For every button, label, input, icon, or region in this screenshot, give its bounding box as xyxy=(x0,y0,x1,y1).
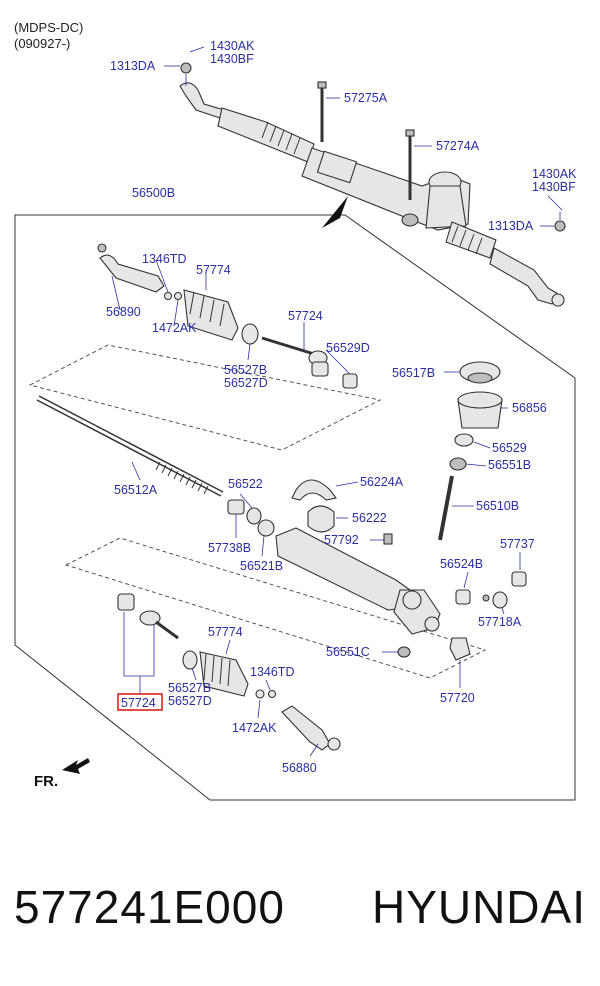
label-56224A: 56224A xyxy=(360,475,404,489)
label-57774-upper: 57774 xyxy=(196,263,231,277)
label-1430BF-right: 1430BF xyxy=(532,180,576,194)
label-1430AK-top: 1430AK xyxy=(210,39,255,53)
label-56529: 56529 xyxy=(492,441,527,455)
lower-left-group xyxy=(117,593,341,751)
label-56527B-upper: 56527B xyxy=(224,363,267,377)
bushing-56222 xyxy=(307,505,335,533)
label-1472AK-lower: 1472AK xyxy=(232,721,277,735)
bushing-57738B xyxy=(227,499,245,515)
tie-rod-end-56890 xyxy=(99,254,165,293)
clamp-56527-lower xyxy=(182,650,198,670)
tie-rod-end-top-left xyxy=(179,82,225,119)
subassembly-box-lower xyxy=(64,537,487,679)
plug-57792 xyxy=(383,533,393,545)
boot-top-left xyxy=(217,107,315,163)
label-57724-lower-highlighted: 57724 xyxy=(121,696,156,710)
label-56524B: 56524B xyxy=(440,557,483,571)
diagram-header-line2: (090927-) xyxy=(14,36,71,51)
mounting-bracket-top xyxy=(316,150,358,184)
label-56222: 56222 xyxy=(352,511,387,525)
label-57275A: 57275A xyxy=(344,91,388,105)
front-label: FR. xyxy=(34,773,58,790)
label-57774-lower: 57774 xyxy=(208,625,243,639)
inner-ball-joint-lower xyxy=(155,620,179,640)
brand-name: HYUNDAI xyxy=(371,881,586,933)
label-1313DA-top: 1313DA xyxy=(110,59,156,73)
label-56527D-lower: 56527D xyxy=(168,694,212,708)
pinion-shaft-56510B xyxy=(438,475,454,541)
bushing-57724-lower xyxy=(117,593,135,611)
plug-57737 xyxy=(511,571,527,587)
ring-56522 xyxy=(246,507,262,525)
inner-ball-joint-upper xyxy=(261,336,315,356)
label-1346TD-upper: 1346TD xyxy=(142,252,186,266)
bushing-56529D xyxy=(342,373,358,389)
label-57274A: 57274A xyxy=(436,139,480,153)
label-56880: 56880 xyxy=(282,761,317,775)
label-56517B: 56517B xyxy=(392,366,435,380)
label-1430AK-right: 1430AK xyxy=(532,167,577,181)
part-number: 577241E000 xyxy=(14,881,285,933)
subassembly-box-upper xyxy=(28,344,382,451)
label-56527B-lower: 56527B xyxy=(168,681,211,695)
label-57792: 57792 xyxy=(324,533,359,547)
bearing-56551C xyxy=(397,646,411,658)
boot-57774-lower xyxy=(199,651,249,697)
assembly-pointer-icon xyxy=(322,196,348,228)
diagram-header-line1: (MDPS-DC) xyxy=(14,20,84,35)
pinion-housing-top xyxy=(425,185,467,229)
assembly-frame xyxy=(14,214,576,801)
label-56551C: 56551C xyxy=(326,645,370,659)
upper-left-group xyxy=(97,243,358,389)
label-57718A: 57718A xyxy=(478,615,522,629)
label-1430BF-top: 1430BF xyxy=(210,52,254,66)
spring-57720 xyxy=(449,637,471,661)
callout-bracket-57724 xyxy=(123,612,155,677)
label-56856: 56856 xyxy=(512,401,547,415)
label-57720: 57720 xyxy=(440,691,475,705)
pinion-group xyxy=(438,361,503,541)
label-57738B: 57738B xyxy=(208,541,251,555)
leader-lines xyxy=(111,46,563,757)
label-56510B: 56510B xyxy=(476,499,519,513)
label-56529D: 56529D xyxy=(326,341,370,355)
part-labels: 1430AK 1430BF 1313DA 57275A 57274A 1430A… xyxy=(106,39,577,775)
boot-top-right xyxy=(445,221,497,259)
label-57737: 57737 xyxy=(500,537,535,551)
label-56527D-upper: 56527D xyxy=(224,376,268,390)
bearing-56551B xyxy=(449,457,467,471)
label-56890: 56890 xyxy=(106,305,141,319)
label-56521B: 56521B xyxy=(240,559,283,573)
tie-rod-end-56880 xyxy=(281,705,331,751)
label-1346TD-lower: 1346TD xyxy=(250,665,294,679)
label-57724-upper: 57724 xyxy=(288,309,323,323)
lower-housing xyxy=(275,527,527,661)
rack-bar-group xyxy=(36,395,275,537)
front-direction-marker: FR. xyxy=(34,758,90,790)
front-arrow-icon xyxy=(62,758,90,774)
yoke-56524B xyxy=(455,589,471,605)
label-56522: 56522 xyxy=(228,477,263,491)
clamp-56224A xyxy=(291,479,337,501)
ring-56529 xyxy=(454,433,474,447)
label-1313DA-right: 1313DA xyxy=(488,219,534,233)
label-56500B: 56500B xyxy=(132,186,175,200)
top-assembly xyxy=(179,62,566,307)
label-56551B: 56551B xyxy=(488,458,531,472)
ring-57718A xyxy=(492,591,508,609)
highlight-box-57724 xyxy=(117,693,163,711)
nut-top-left xyxy=(180,62,192,74)
clamp-56527-upper xyxy=(241,323,259,345)
label-56512A: 56512A xyxy=(114,483,158,497)
nut-top-right xyxy=(554,220,566,232)
part-footer: 577241E000 HYUNDAI xyxy=(10,880,590,950)
label-1472AK-upper: 1472AK xyxy=(152,321,197,335)
tie-rod-end-top-right xyxy=(489,247,559,305)
bushing-56521B xyxy=(257,519,275,537)
